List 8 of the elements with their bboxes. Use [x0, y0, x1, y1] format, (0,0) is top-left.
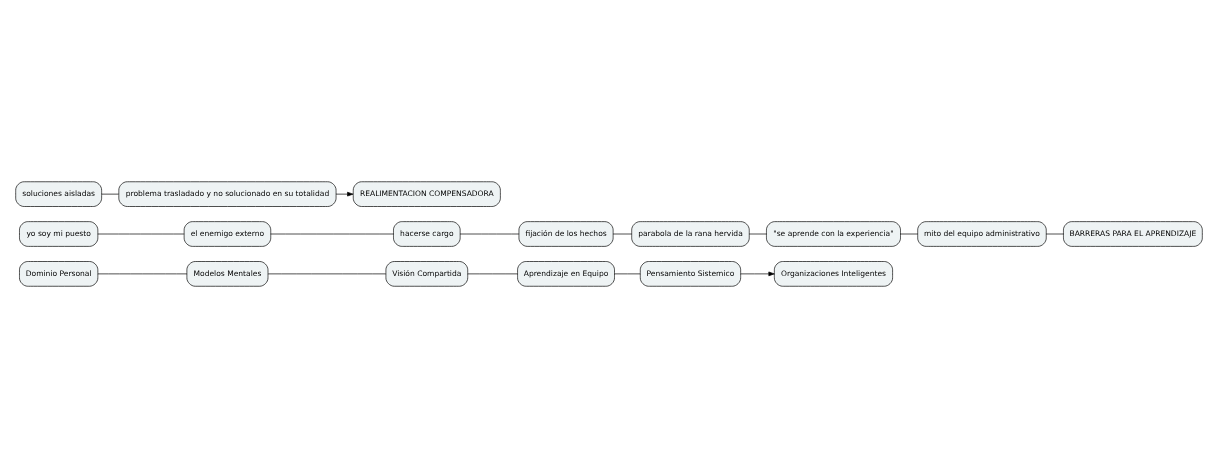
arrow [335, 191, 354, 196]
arrow [740, 271, 775, 276]
connector [900, 233, 918, 234]
connector [1045, 233, 1064, 234]
connector [270, 233, 394, 234]
connector [467, 273, 518, 274]
connector [614, 273, 641, 274]
connector [749, 233, 767, 234]
